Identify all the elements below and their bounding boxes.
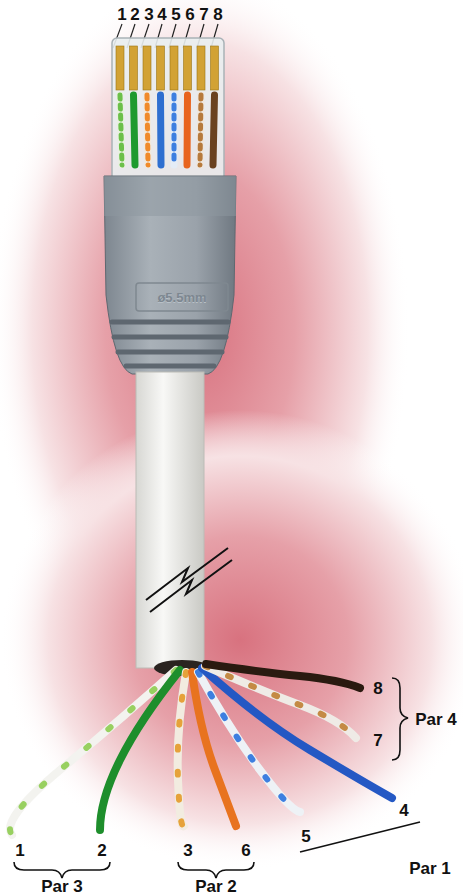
size-marking: ø5.5mm xyxy=(157,291,206,304)
wire-number: 5 xyxy=(301,828,310,845)
wire-number: 2 xyxy=(97,842,106,859)
pin-number: 5 xyxy=(171,6,180,23)
cable-boot xyxy=(104,176,236,374)
pink-glow xyxy=(0,410,463,870)
pin-number: 2 xyxy=(130,6,139,23)
wire-number: 4 xyxy=(399,802,408,819)
wire-number: 6 xyxy=(241,842,250,859)
pin-number: 7 xyxy=(199,6,208,23)
pin-number: 8 xyxy=(213,6,222,23)
pair-label: Par 3 xyxy=(41,878,83,895)
wire-number: 1 xyxy=(15,842,24,859)
cable-jacket xyxy=(130,372,232,676)
twisted-wires xyxy=(10,664,392,835)
wire-number: 8 xyxy=(373,680,382,697)
pair-label: Par 4 xyxy=(415,711,457,728)
rj45-plug xyxy=(112,38,224,188)
wire-number: 3 xyxy=(183,842,192,859)
pin-number: 6 xyxy=(185,6,194,23)
pair-brackets xyxy=(14,678,420,878)
wire-number: 7 xyxy=(373,732,382,749)
pin-number: 3 xyxy=(144,6,153,23)
pair-label: Par 1 xyxy=(409,860,451,877)
pin-number: 1 xyxy=(117,6,126,23)
pair-label: Par 2 xyxy=(195,878,237,895)
pin-number: 4 xyxy=(157,6,166,23)
